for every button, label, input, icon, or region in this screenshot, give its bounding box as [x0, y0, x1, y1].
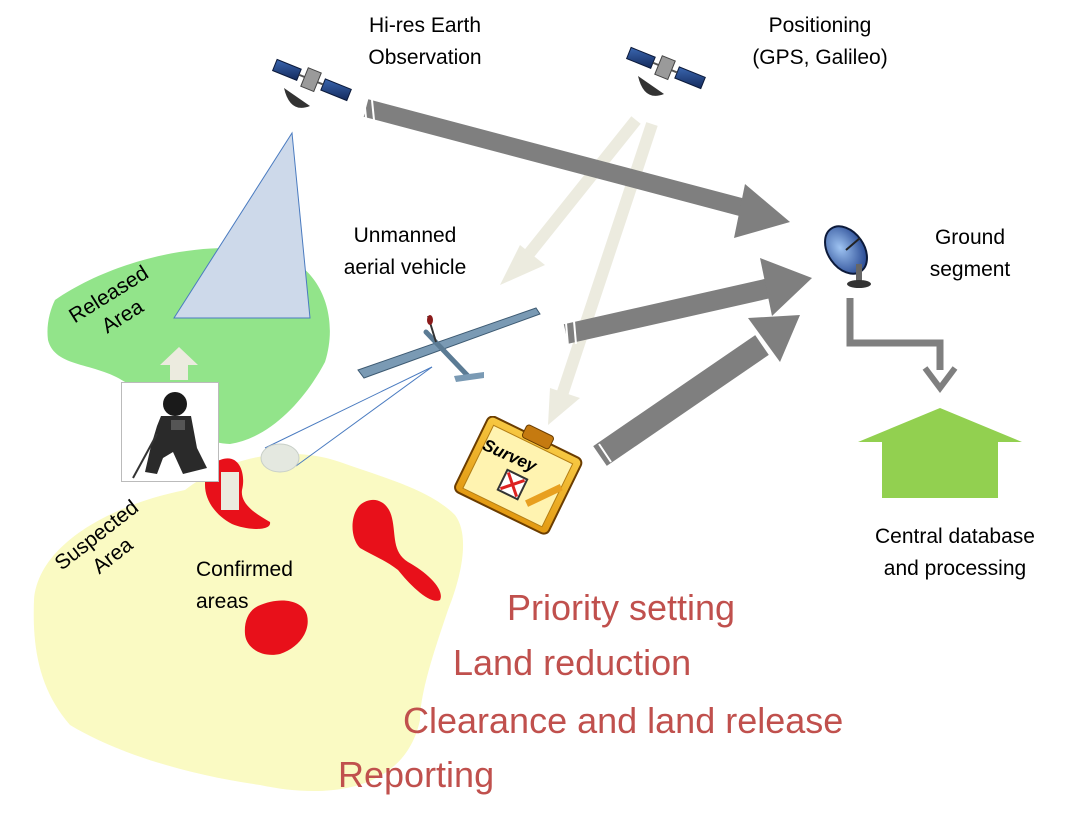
uav-footprint [260, 443, 300, 473]
database-label: Central database and processing [875, 525, 1035, 580]
confirmed-area-3 [244, 600, 308, 655]
positioning-satellite-icon [625, 46, 706, 96]
database-arrow [858, 408, 1022, 498]
step-priority-setting: Priority setting [507, 587, 736, 628]
earth-observation-label: Hi-res Earth Observation [368, 14, 482, 69]
survey-to-ground-arrow [592, 315, 800, 467]
deminer-photo [121, 382, 219, 482]
eo-to-ground-arrow [363, 97, 790, 238]
confirmed-area-2 [352, 499, 441, 601]
step-land-reduction: Land reduction [453, 642, 692, 683]
uav-icon [357, 307, 541, 382]
uav-fov-line-1 [264, 366, 433, 449]
ground-segment-label: Ground segment [929, 226, 1011, 281]
ground-to-database-arrow [846, 298, 958, 393]
deminer-to-confirmed-path [221, 472, 239, 510]
survey-clipboard-icon [454, 416, 583, 535]
gps-to-uav-arrow [500, 116, 641, 285]
positioning-label: Positioning (GPS, Galileo) [752, 14, 888, 69]
deminer-to-released-arrow [160, 347, 198, 380]
uav-fov-line-2 [295, 366, 433, 467]
step-reporting: Reporting [338, 754, 495, 795]
earth-observation-satellite-icon [271, 58, 352, 108]
confirmed-areas-label: Confirmed areas [196, 558, 293, 613]
coverage-triangle [173, 131, 311, 319]
uav-label: Unmanned aerial vehicle [343, 224, 467, 279]
ground-dish-icon [824, 225, 871, 288]
step-clearance-land-release: Clearance and land release [403, 700, 844, 741]
uav-to-ground-arrow [563, 258, 812, 347]
gps-to-survey-arrow [548, 122, 658, 425]
